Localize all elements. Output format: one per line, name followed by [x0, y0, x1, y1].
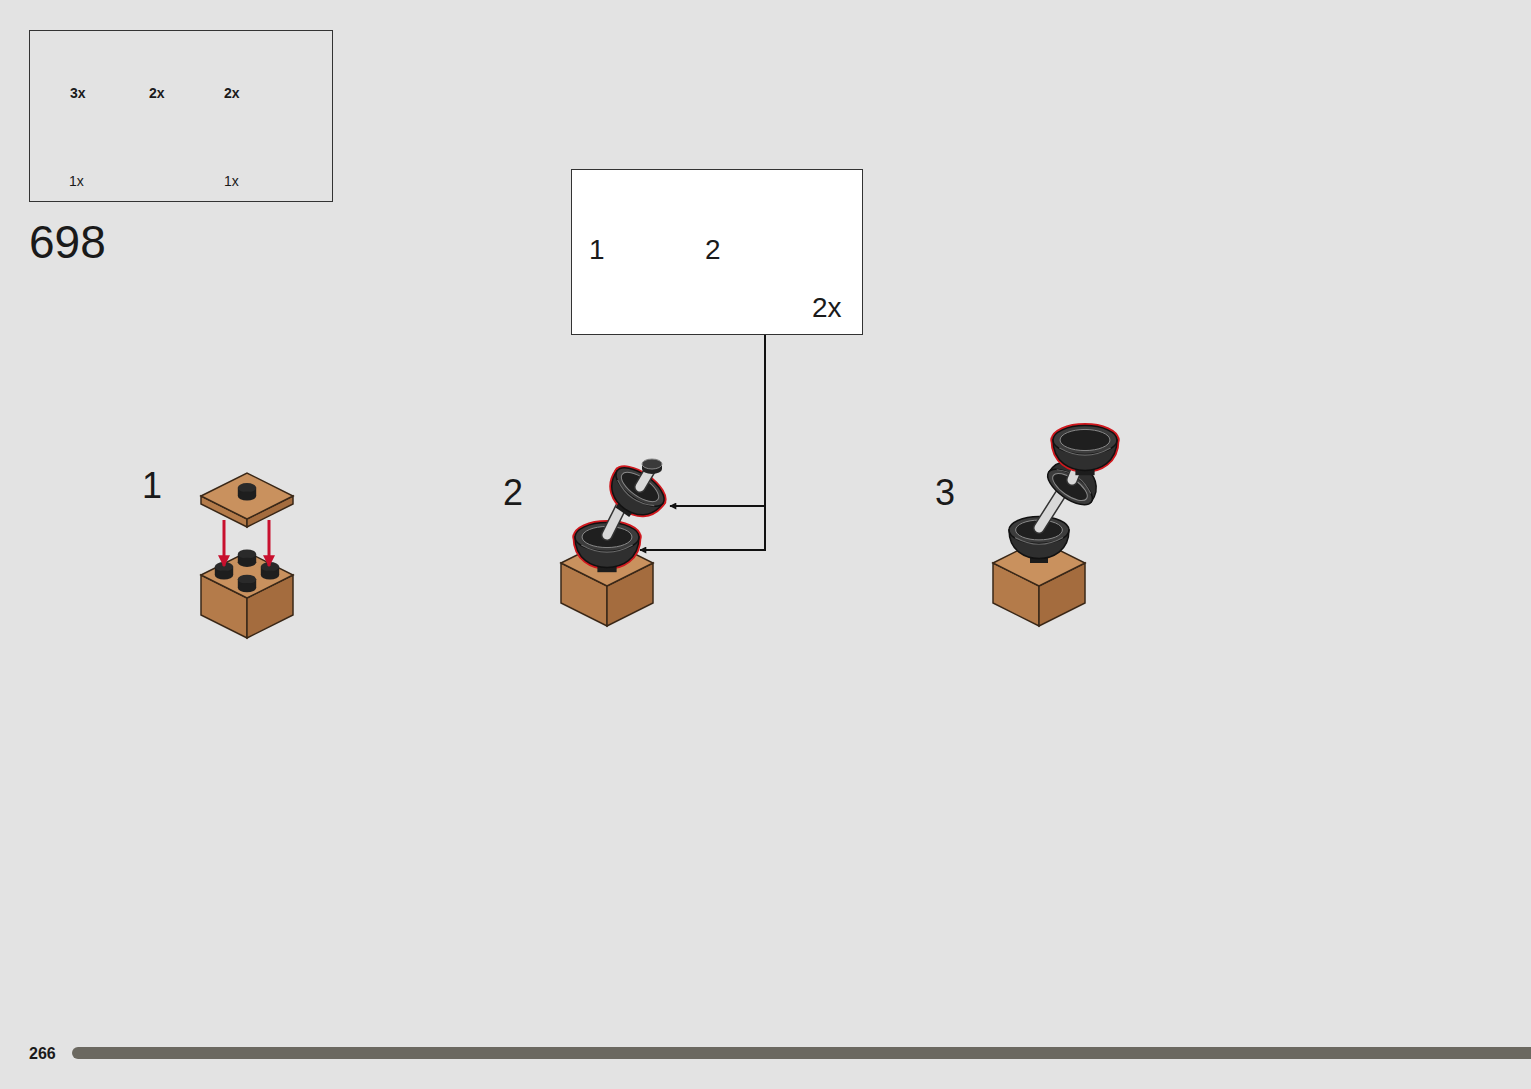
move-arrow	[268, 520, 271, 566]
parts-list-box: 3x 2x 2x 1x 1x	[29, 30, 333, 202]
brick	[201, 549, 293, 638]
step-number: 698	[29, 219, 106, 265]
brick	[201, 473, 293, 527]
page-number: 266	[29, 1046, 56, 1062]
move-arrow	[223, 520, 226, 566]
connector-piece	[1039, 495, 1060, 528]
callout-leader	[670, 505, 765, 507]
stud-piece	[642, 459, 662, 474]
substep-number: 3	[935, 475, 955, 511]
cone-piece	[1053, 426, 1117, 476]
cone-piece	[599, 461, 670, 529]
part-quantity: 1x	[69, 174, 84, 188]
part-quantity: 3x	[70, 86, 86, 100]
part-quantity: 2x	[149, 86, 165, 100]
part-quantity: 2x	[224, 86, 240, 100]
page-bar	[72, 1047, 1531, 1059]
callout-box: 1 2 2x	[571, 169, 863, 335]
callout-number: 2	[705, 236, 721, 264]
callout-leader	[640, 335, 765, 550]
connector-piece	[1039, 495, 1060, 528]
part-quantity: 1x	[224, 174, 239, 188]
callout-number: 2x	[812, 294, 842, 322]
callout-number: 1	[589, 236, 605, 264]
substep-number: 2	[503, 475, 523, 511]
substep-number: 1	[142, 468, 162, 504]
